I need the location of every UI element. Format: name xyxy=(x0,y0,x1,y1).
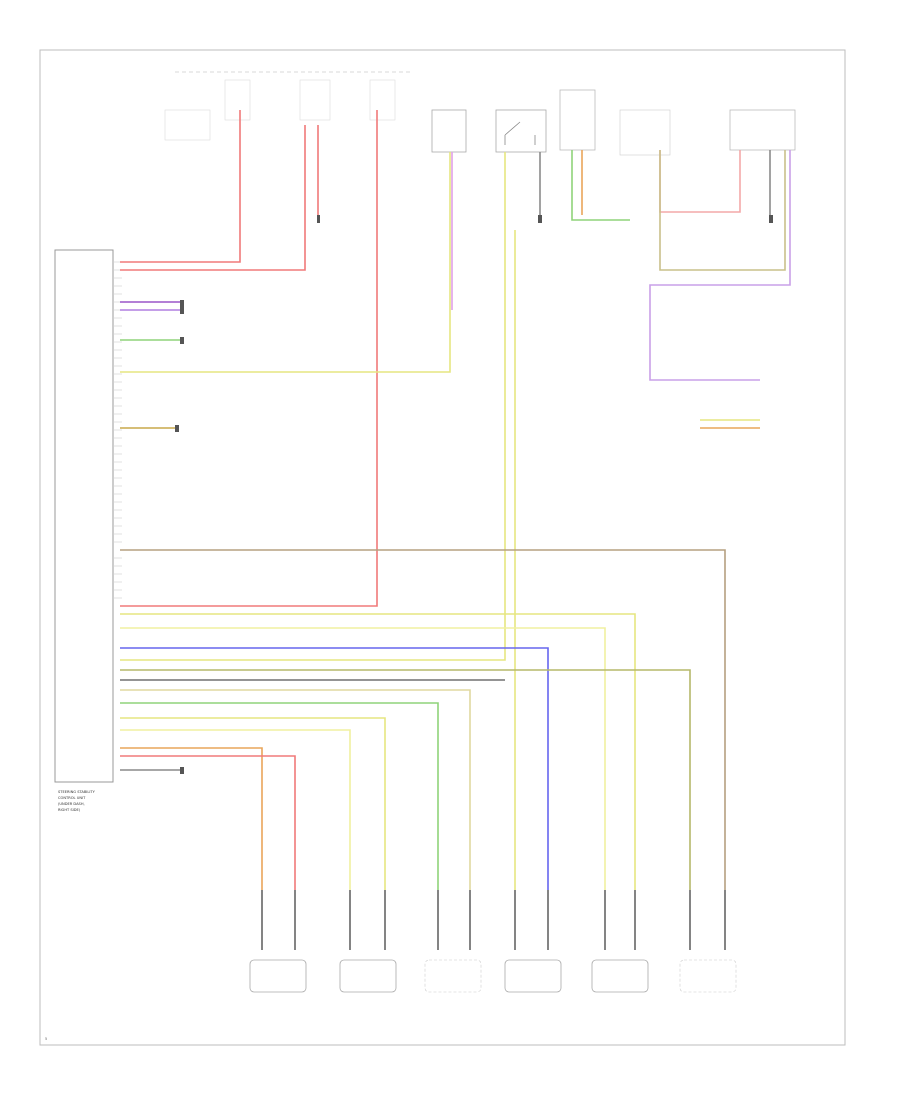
wire-red-d xyxy=(659,150,741,213)
wire-brown-long xyxy=(120,549,726,890)
relay-switch-icon xyxy=(504,121,536,145)
wire-orange-low xyxy=(120,747,263,890)
module-label-line-4: RIGHT SIDE) xyxy=(58,808,81,812)
sensor-5 xyxy=(591,959,649,993)
sensor-4 xyxy=(504,959,562,993)
top-wires xyxy=(120,110,791,890)
component-box-a xyxy=(431,109,467,153)
wire-violet-a xyxy=(120,152,451,373)
relay-box xyxy=(495,109,547,153)
module-stub-wires xyxy=(120,301,180,429)
module-label-line-2: CONTROL UNIT xyxy=(58,796,86,800)
wire-red-2 xyxy=(120,125,306,271)
page-number: 5 xyxy=(45,1037,47,1041)
control-module-box xyxy=(54,249,114,783)
wire-yellow-relay xyxy=(120,152,506,661)
bottom-sensors xyxy=(249,959,737,993)
module-pin-stubs xyxy=(113,261,122,599)
sensor-6 xyxy=(679,959,737,993)
module-label-line-1: STEERING STABILITY xyxy=(58,790,96,794)
top-fuse-area xyxy=(164,71,410,141)
fuse-box-middle xyxy=(299,79,331,121)
sensor-3 xyxy=(424,959,482,993)
wire-green-b xyxy=(571,150,630,221)
wire-olive-long xyxy=(120,669,691,890)
wire-green-long xyxy=(120,702,439,890)
wire-yellow-4 xyxy=(120,729,351,890)
component-box-c xyxy=(619,109,671,156)
wire-tan xyxy=(120,689,471,890)
wire-yellow-1 xyxy=(120,613,636,890)
sensor-2 xyxy=(339,959,397,993)
wire-blue xyxy=(120,647,549,890)
component-box-b xyxy=(559,89,596,151)
wire-red-low xyxy=(120,755,296,890)
bottom-wires xyxy=(120,549,726,890)
module-label-line-3: (UNDER DASH, xyxy=(58,802,85,806)
wire-yellow-2 xyxy=(120,627,606,890)
left-top-component xyxy=(164,109,211,141)
wire-purple-d xyxy=(649,150,791,381)
component-box-d xyxy=(729,109,796,151)
ground-symbols xyxy=(175,215,773,774)
wire-red-1 xyxy=(120,110,241,263)
fuse-box-right xyxy=(369,79,396,121)
connector-terminals xyxy=(261,890,726,950)
diagram-border xyxy=(39,49,846,1046)
wire-olive-d xyxy=(659,150,786,271)
sensor-1 xyxy=(249,959,307,993)
fuse-box-left xyxy=(224,79,251,121)
wire-yellow-3 xyxy=(120,717,386,890)
wire-red-fuse-right xyxy=(120,110,378,607)
module-label: STEERING STABILITY CONTROL UNIT (UNDER D… xyxy=(58,790,96,812)
